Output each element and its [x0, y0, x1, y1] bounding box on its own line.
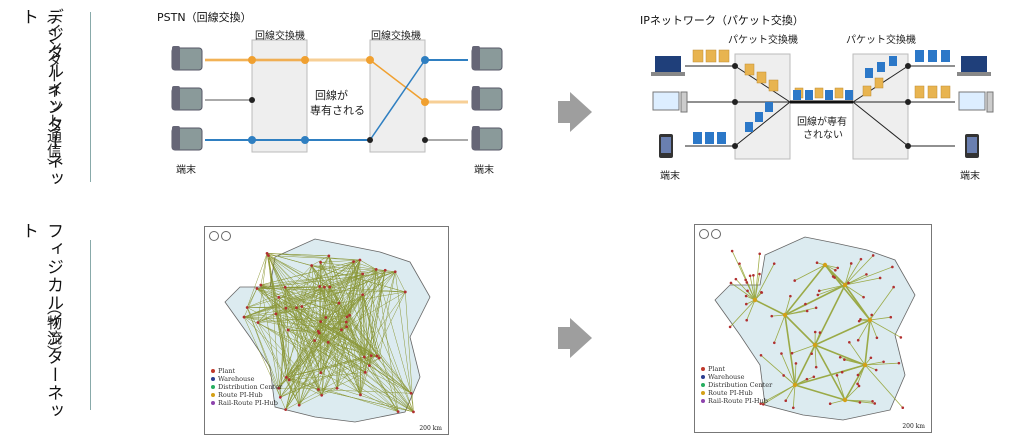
desktop-icon-right [958, 91, 994, 113]
legend-route-hub-2: Route PI-Hub [708, 389, 753, 397]
pstn-center-text-1: 回線が [315, 89, 348, 102]
desktop-icon-left [652, 91, 688, 113]
ip-title: IPネットワーク（パケット交換） [640, 14, 804, 27]
phone-icon-left [659, 134, 673, 158]
map-dense-svg [224, 238, 431, 423]
ip-switch-label-2: パケット交換機 [846, 35, 916, 46]
laptop-icon-right [957, 56, 991, 76]
zoom-in-icon-2[interactable] [699, 229, 709, 239]
pstn-switch-box-1 [251, 39, 308, 153]
legend-rail-hub: Rail-Route PI-Hub [218, 399, 278, 407]
ip-center-text-2: されない [803, 130, 843, 141]
zoom-out-icon-2[interactable] [711, 229, 721, 239]
ip-diagram [651, 49, 994, 160]
legend-distribution-center-2: Distribution Center [708, 381, 773, 389]
phone-icon-right-1 [471, 46, 503, 71]
row-divider-top [90, 12, 91, 182]
map-hub-svg [714, 236, 916, 421]
row-label-digital: デジタルインターネット [18, 8, 63, 188]
zoom-out-icon[interactable] [221, 231, 231, 241]
map-hub-legend: Plant Warehouse Distribution Center Rout… [701, 365, 772, 405]
legend-warehouse: Warehouse [218, 375, 255, 383]
map-dense-legend: Plant Warehouse Distribution Center Rout… [211, 367, 282, 407]
phone-icon-left-1 [171, 46, 203, 71]
row-sublabel-physical: （物流） [45, 300, 63, 360]
legend-plant: Plant [218, 367, 236, 375]
map-france-hub: Plant Warehouse Distribution Center Rout… [694, 224, 932, 433]
map-dense-scale: 200 km [419, 425, 442, 432]
pstn-center-text-2: 専有される [310, 104, 365, 117]
ip-center-text-1: 回線が専有 [797, 117, 847, 128]
ip-terminal-left: 端末 [660, 171, 680, 182]
row-sublabel-digital: （インターネット通信） [45, 8, 63, 173]
pstn-switch-label-2: 回線交換機 [371, 31, 421, 42]
map-france-dense: Plant Warehouse Distribution Center Rout… [204, 226, 449, 435]
pstn-switch-label-1: 回線交換機 [255, 31, 305, 42]
pstn-diagram [171, 39, 503, 153]
phone-icon-right-3 [471, 126, 503, 151]
ip-switch-box-1 [734, 53, 791, 160]
pstn-switch-box-2 [369, 39, 426, 153]
map-hub-scale: 200 km [902, 423, 925, 430]
ip-terminal-right: 端末 [960, 171, 980, 182]
row-divider-bottom [90, 240, 91, 410]
legend-warehouse-2: Warehouse [708, 373, 745, 381]
legend-rail-hub-2: Rail-Route PI-Hub [708, 397, 768, 405]
phone-icon-left-2 [171, 86, 203, 111]
phone-icon-left-3 [171, 126, 203, 151]
ip-switch-label-1: パケット交換機 [728, 35, 798, 46]
legend-plant-2: Plant [708, 365, 726, 373]
zoom-in-icon[interactable] [209, 231, 219, 241]
legend-route-hub: Route PI-Hub [218, 391, 263, 399]
row-label-physical: フィジカルインターネット [18, 222, 63, 420]
phone-icon-right-2 [471, 86, 503, 111]
pstn-title: PSTN（回線交換） [157, 11, 252, 24]
laptop-icon-left [651, 56, 685, 76]
pstn-terminal-right: 端末 [474, 165, 494, 176]
legend-distribution-center: Distribution Center [218, 383, 283, 391]
pstn-terminal-left: 端末 [176, 165, 196, 176]
phone-icon-right [965, 134, 979, 158]
